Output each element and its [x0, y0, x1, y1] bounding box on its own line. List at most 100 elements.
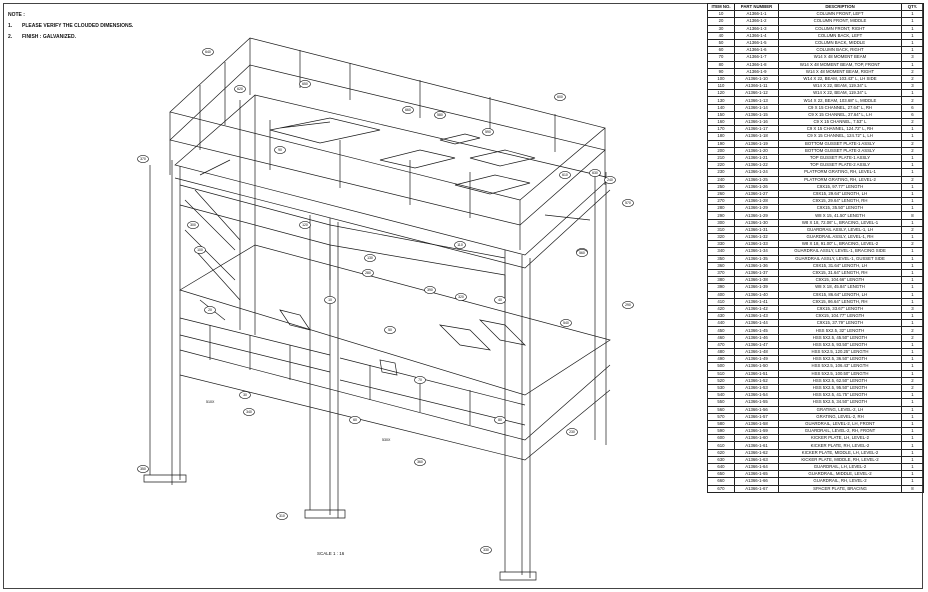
scale-label: SCALE 1 : 16	[317, 551, 345, 556]
item-balloon-label: 620	[237, 87, 243, 91]
item-balloon-label: 80	[498, 418, 502, 422]
item-balloon	[299, 80, 311, 88]
bom-description: GUARDRAIL ASSLY, LEVEL-1, BRACING SIDE	[778, 247, 902, 256]
bom-item-no: 70	[707, 53, 735, 62]
bom-description: C9 X 15 CHANNEL, 27.64" L, RH	[778, 103, 902, 112]
note-2-text: FINISH : GALVANIZED.	[22, 34, 76, 40]
item-balloon	[560, 319, 572, 327]
item-balloon-label: 310	[279, 514, 285, 518]
item-balloon	[480, 546, 492, 554]
bom-description: GUARDRAIL, RH, LEVEL-2	[778, 477, 902, 486]
notes-block: NOTE : 1.PLEASE VERIFY THE CLOUDED DIMEN…	[8, 10, 133, 43]
bom-part-number: A1366-1-11	[734, 82, 779, 91]
bom-description: C9 X 15 CHANNEL, 124.72" L, LH	[778, 132, 902, 141]
bom-item-no: 230	[707, 168, 735, 177]
bom-description: GUARDRAIL, LEVEL-2, RH, FRONT	[778, 427, 902, 436]
bom-part-number: A1366-1-56	[734, 405, 779, 414]
bom-qty: 1	[901, 477, 924, 486]
bom-item-no: 640	[707, 462, 735, 472]
bom-item-no: 10	[707, 10, 735, 19]
bom-item-no: 150	[707, 110, 735, 120]
bom-item-no: 90	[707, 67, 735, 76]
bom-description: GUARDRAIL ASSLY, LEVEL-1, RH	[778, 232, 902, 242]
bom-description: HSS 5X2.5, 95.50" LENGTH	[778, 383, 902, 393]
item-balloon	[137, 465, 149, 473]
item-balloon-label: 10	[328, 298, 332, 302]
item-balloon	[402, 106, 414, 114]
bom-qty: 1	[901, 427, 924, 436]
item-balloon-label: 240	[607, 178, 613, 182]
bom-item-no: 610	[707, 441, 735, 450]
bom-part-number: A1366-1-28	[734, 197, 779, 206]
bom-item-no: 340	[707, 247, 735, 256]
bom-part-number: A1366-1-14	[734, 103, 779, 112]
bom-qty: 3	[901, 304, 924, 314]
bom-header-qty: QTY.	[901, 2, 924, 12]
bom-description: TOP GUSSET PLATE-2 ASSLY	[778, 161, 902, 170]
bom-part-number: A1366-1-1	[734, 10, 779, 19]
bom-description: W14 X 48 MOMENT BEAM	[778, 53, 902, 62]
bom-description: C9X15, 29.64" LENGTH, RH	[778, 197, 902, 206]
bom-part-number: A1366-1-54	[734, 391, 779, 400]
bom-header-row: ITEM NO. PART NUMBER DESCRIPTION QTY.	[707, 2, 924, 12]
bom-description: W8 X 18, 72.06" L, BRACING, LEVEL-1	[778, 218, 902, 227]
bom-item-no: 80	[707, 60, 735, 69]
bom-header-description: DESCRIPTION	[778, 2, 902, 12]
bom-part-number: A1366-1-59	[734, 427, 779, 436]
bom-qty: 1	[901, 17, 924, 26]
item-balloon-label: 600	[557, 95, 563, 99]
item-balloon-label: 300	[190, 223, 196, 227]
item-balloon	[559, 171, 571, 179]
item-balloon-label: 350	[140, 467, 146, 471]
item-balloon	[364, 254, 376, 262]
isometric-platform-drawing: 6406506206605806005906306105705605603905…	[137, 37, 634, 581]
bom-part-number: A1366-1-53	[734, 383, 779, 393]
item-balloon	[194, 246, 206, 254]
bom-part-number: A1366-1-61	[734, 441, 779, 450]
bom-description: W14 X 22, BEAM, 119.34" L	[778, 82, 902, 91]
bom-item-no: 240	[707, 175, 735, 184]
bom-item-no: 200	[707, 146, 735, 155]
bom-part-number: A1366-1-10	[734, 74, 779, 84]
bom-part-number: A1366-1-31	[734, 225, 779, 235]
item-balloon	[576, 249, 588, 257]
item-balloon-label: 640	[205, 50, 211, 54]
structure-lines	[143, 37, 611, 581]
bom-qty: 1	[901, 38, 924, 48]
bom-qty: 2	[901, 139, 924, 148]
bom-part-number: A1366-1-51	[734, 369, 779, 378]
bom-qty: 6	[901, 103, 924, 112]
bom-qty: 1	[901, 46, 924, 55]
bom-qty: 1	[901, 24, 924, 33]
bom-part-number: A1366-1-27	[734, 189, 779, 199]
bom-item-no: 410	[707, 297, 735, 306]
item-balloon	[622, 199, 634, 207]
item-balloon-label: 60	[353, 418, 357, 422]
bom-item-no: 590	[707, 427, 735, 436]
item-balloon-label: 70	[418, 378, 422, 382]
item-balloon	[324, 296, 336, 304]
bom-description: KICKER PLATE, MIDDLE, LH, LEVEL-2	[778, 448, 902, 457]
bom-part-number: A1366-1-32	[734, 232, 779, 242]
bom-qty: 1	[901, 204, 924, 213]
bom-part-number: A1366-1-44	[734, 319, 779, 328]
bom-item-no: 110	[707, 82, 735, 91]
balloon-quantity-label: 530X	[382, 438, 391, 442]
item-balloon	[554, 93, 566, 101]
bom-item-no: 20	[707, 17, 735, 26]
